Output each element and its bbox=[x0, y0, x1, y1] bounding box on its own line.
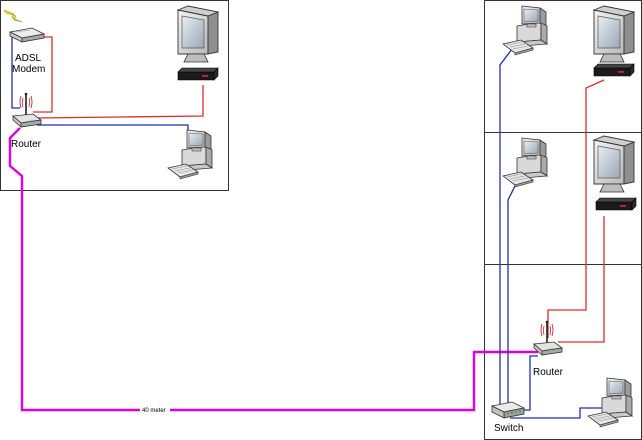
cable-40m-magenta bbox=[8, 127, 538, 412]
distance-label: 40 meter bbox=[142, 408, 166, 414]
lightning-icon bbox=[3, 9, 23, 23]
stb-top-icon bbox=[593, 63, 635, 77]
cable-switch-pc-mid-blue bbox=[507, 167, 525, 408]
router-right-label: Router bbox=[533, 367, 564, 378]
pc-mid-icon bbox=[502, 137, 548, 188]
cable-router-stb-mid-red bbox=[558, 216, 605, 343]
stb-mid-icon bbox=[595, 197, 637, 211]
switch-icon bbox=[491, 401, 525, 419]
adsl-modem-icon bbox=[9, 27, 45, 43]
pc-top-icon bbox=[502, 5, 548, 56]
tv-top-icon bbox=[593, 5, 635, 63]
cable-router-pc-blue bbox=[37, 124, 189, 148]
router-left-label: Router bbox=[11, 139, 42, 150]
cable-router-stb-top-red bbox=[547, 79, 605, 338]
room-left bbox=[0, 0, 229, 191]
adsl-modem-label-line2: Modem bbox=[12, 64, 45, 75]
adsl-modem-label-line1: ADSL bbox=[15, 53, 42, 64]
pc-bottom-icon bbox=[587, 377, 633, 428]
stb-left-icon bbox=[177, 67, 219, 81]
switch-label: Switch bbox=[494, 423, 523, 434]
cable-switch-pc-bottom-blue bbox=[510, 407, 604, 419]
router-left-icon bbox=[12, 91, 42, 128]
cable-router-tv-red bbox=[36, 85, 204, 119]
tv-mid-icon bbox=[593, 135, 635, 193]
pc-left-icon bbox=[167, 129, 213, 180]
tv-left-icon bbox=[177, 5, 219, 63]
cable-modem-router-red bbox=[33, 36, 53, 113]
distance-label-bg bbox=[140, 406, 170, 414]
